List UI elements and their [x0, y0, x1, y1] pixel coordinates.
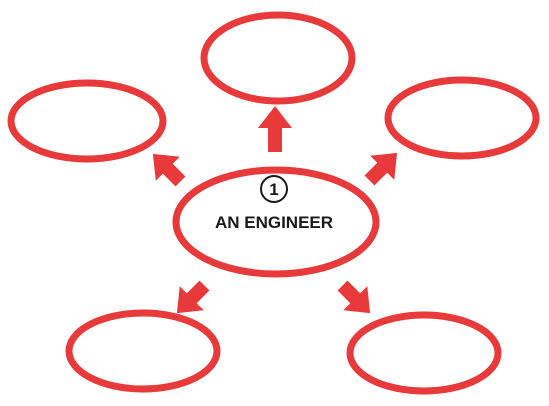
arrow-to-upper-right	[364, 152, 398, 186]
center-node: 1 AN ENGINEER	[172, 166, 380, 278]
oval-upper-right	[384, 76, 540, 160]
outer-node-lower-left	[65, 309, 221, 393]
oval-center	[172, 166, 380, 278]
oval-lower-left	[65, 309, 221, 393]
arrow-to-upper-left	[152, 153, 186, 187]
arrow-to-lower-left	[176, 280, 210, 314]
center-label: AN ENGINEER	[215, 213, 333, 232]
center-number: 1	[269, 180, 278, 199]
outer-node-top	[200, 11, 356, 105]
oval-top	[200, 11, 356, 105]
outer-node-upper-left	[7, 79, 167, 163]
oval-upper-left	[7, 79, 167, 163]
outer-node-upper-right	[384, 76, 540, 160]
arrow-to-top	[258, 106, 292, 152]
oval-lower-right	[346, 311, 502, 395]
outer-node-lower-right	[346, 311, 502, 395]
center-number-badge	[260, 175, 288, 203]
arrow-to-lower-right	[337, 280, 371, 314]
